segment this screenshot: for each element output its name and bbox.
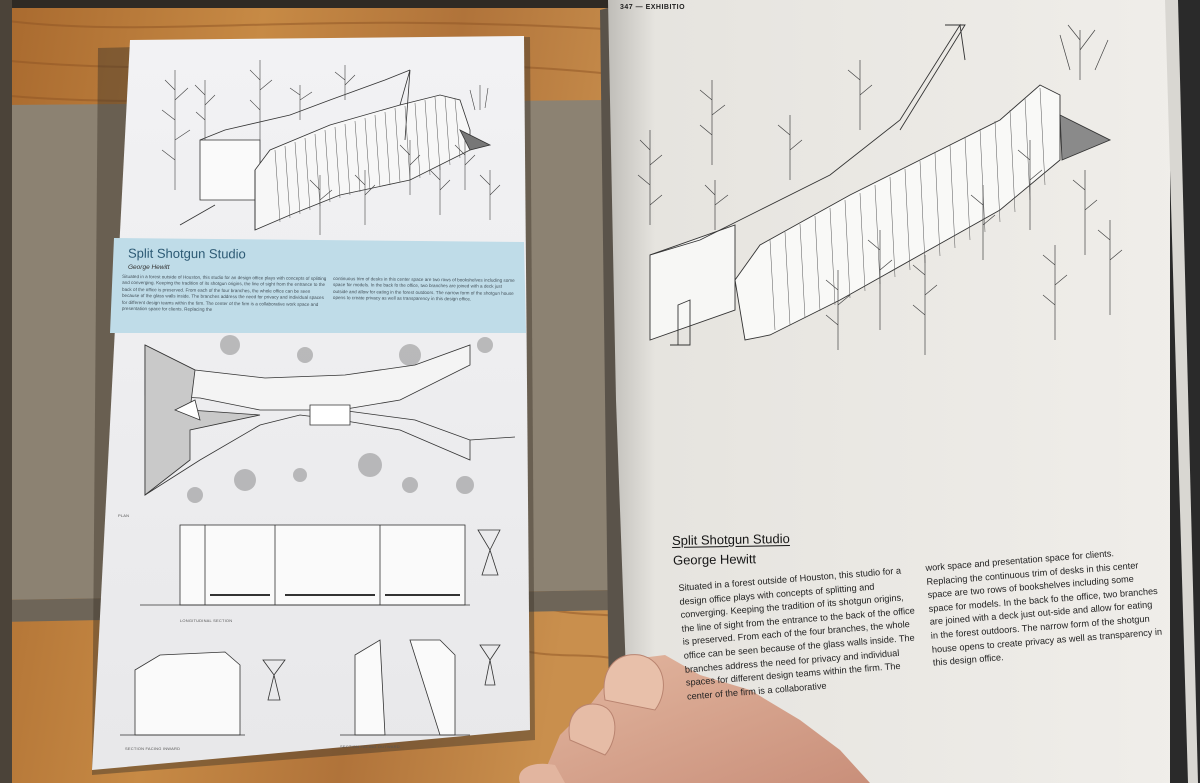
left-tree-sketches <box>161 60 501 235</box>
left-longitudinal-section <box>140 524 501 606</box>
right-axonometric-drawing <box>649 23 1112 346</box>
right-page-title: Split Shotgun Studio <box>671 530 790 549</box>
right-page <box>608 0 1198 783</box>
right-page-body-col1: Situated in a forest outside of Houston,… <box>678 565 916 702</box>
right-page-header: 347 — EXHIBITIO <box>620 4 686 11</box>
left-sheet-title: Split Shotgun Studio <box>127 245 246 262</box>
plan-label: PLAN <box>118 513 130 518</box>
left-sheet-author: George Hewitt <box>128 264 170 271</box>
left-sheet-body-col1: Situated in a forest outside of Houston,… <box>121 273 327 312</box>
left-sheet-body-col2: continuous trim of desks in this center … <box>332 276 515 302</box>
left-axonometric-drawing <box>179 69 492 231</box>
right-page-body-col2: work space and presentation space for cl… <box>925 548 1163 668</box>
longitudinal-section-label: LONGITUDINAL SECTION <box>180 618 233 623</box>
section-inward-label: SECTION FACING INWARD <box>125 746 181 751</box>
left-plan-drawing <box>144 335 516 503</box>
left-small-sections <box>120 639 501 736</box>
title-band <box>110 238 526 333</box>
hand <box>519 654 870 783</box>
section-outward-label: SECTION FACING OUTWARD <box>340 744 400 749</box>
right-page-author: George Hewitt <box>672 551 757 568</box>
right-tree-sketches <box>637 24 1123 355</box>
